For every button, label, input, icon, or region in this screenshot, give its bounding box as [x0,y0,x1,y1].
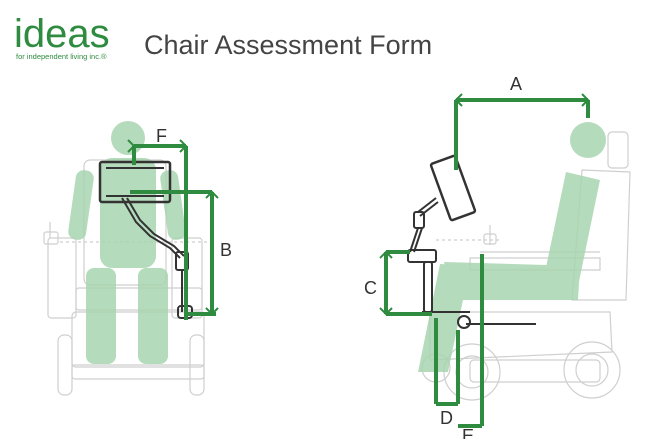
dimension-c [379,250,432,316]
dimension-e [458,254,484,428]
logo: ideas [14,12,110,56]
label-e: E [462,426,474,439]
label-f: F [156,126,167,146]
label-a: A [510,74,522,94]
front-occupant-silhouette [68,121,186,364]
front-view: F B [43,121,232,396]
dimension-d [434,318,460,406]
logo-tagline: for independent living inc.® [16,52,107,61]
side-mount-arm [407,154,536,329]
side-occupant-silhouette [418,122,606,372]
label-d: D [440,408,453,428]
dimension-a [454,93,590,170]
page-title: Chair Assessment Form [144,30,433,60]
label-c: C [364,278,377,298]
side-view: A C D E [364,74,631,439]
dimension-b [130,190,219,316]
label-b: B [220,240,232,260]
dimension-f [127,139,188,320]
